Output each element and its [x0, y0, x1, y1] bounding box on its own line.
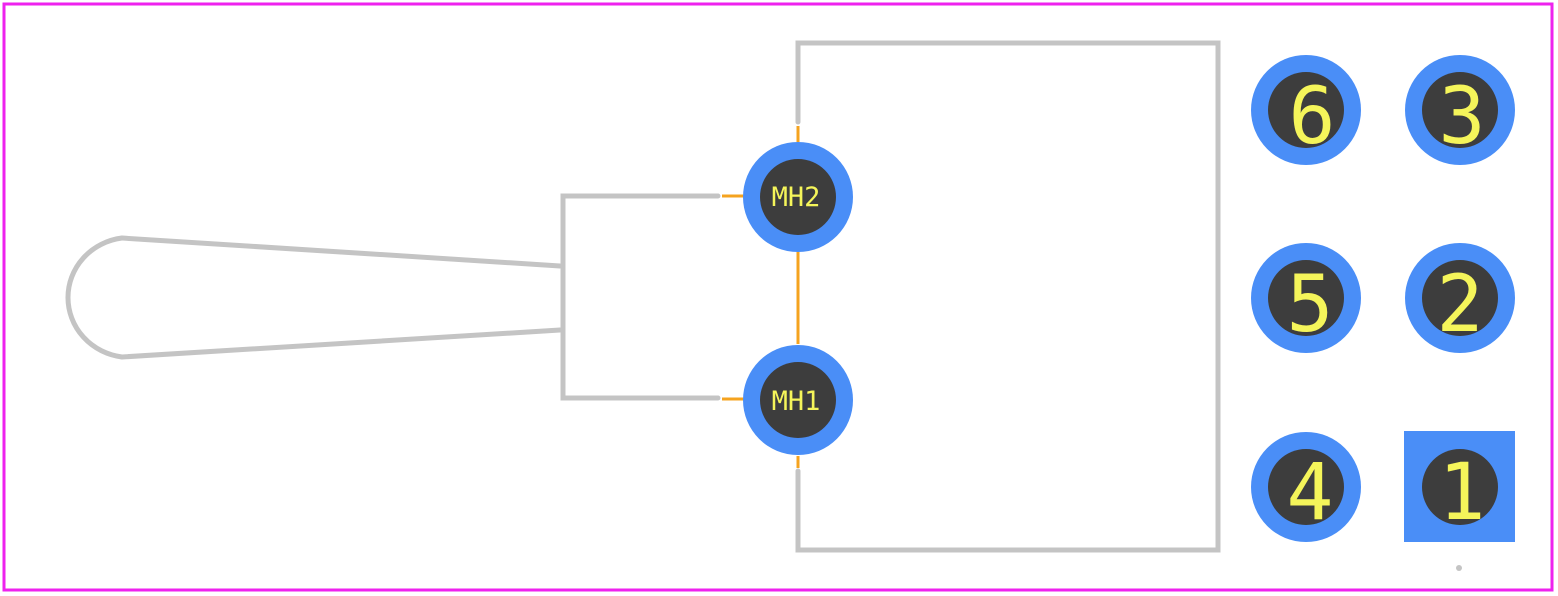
- mounting-hole-mh1: MH1: [743, 345, 853, 455]
- switch-body-outline: [795, 40, 1221, 553]
- mounting-hole-label: MH1: [772, 386, 821, 417]
- pin1-marker-dot: [1456, 565, 1462, 571]
- pin-label: 3: [1439, 72, 1486, 162]
- pin-label: 1: [1439, 448, 1486, 538]
- trace-lines: [722, 126, 800, 468]
- toggle-lever-outline: [65, 235, 563, 360]
- pin-label: 4: [1287, 448, 1334, 538]
- pin-label: 6: [1289, 72, 1336, 162]
- pin-3: 3: [1405, 55, 1515, 165]
- pin-5: 5: [1251, 243, 1361, 353]
- bushing-outline: [560, 193, 721, 401]
- mounting-hole-mh2: MH2: [743, 142, 853, 252]
- pin-label: 5: [1287, 260, 1334, 350]
- pin-6: 6: [1251, 55, 1361, 165]
- pin-4: 4: [1251, 432, 1361, 542]
- pin-label: 2: [1437, 260, 1484, 350]
- pin-1: 1: [1404, 431, 1515, 542]
- pin-2: 2: [1405, 243, 1515, 353]
- mounting-hole-label: MH2: [772, 182, 821, 213]
